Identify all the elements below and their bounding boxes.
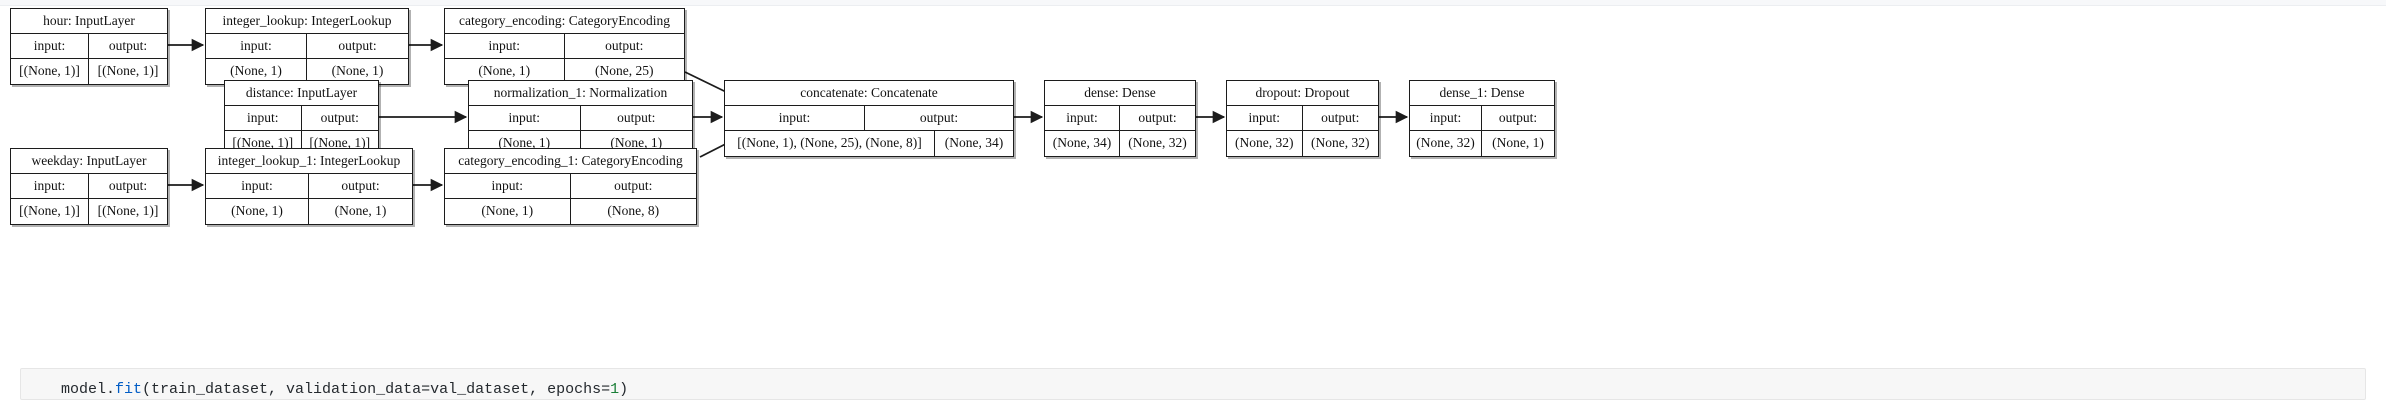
node-input-shape: (None, 1)	[445, 59, 565, 84]
node-concatenate[interactable]: concatenate: Concatenate input: output: …	[724, 80, 1014, 157]
node-title: hour: InputLayer	[11, 9, 167, 34]
node-output-label: output:	[1321, 110, 1360, 125]
node-input-label: input:	[1045, 106, 1120, 130]
node-output-shape: (None, 34)	[944, 135, 1004, 150]
node-title: normalization_1: Normalization	[469, 81, 692, 106]
node-output-shape: (None, 1)	[331, 63, 384, 78]
node-input-label: input:	[11, 34, 89, 58]
node-input-label: input:	[469, 106, 581, 130]
node-input-label: input:	[1410, 106, 1482, 130]
notebook-top-strip	[0, 0, 2386, 6]
node-input-shape: [(None, 1), (None, 25), (None, 8)]	[725, 131, 935, 156]
node-output-label: output:	[605, 38, 644, 53]
node-title: dense: Dense	[1045, 81, 1195, 106]
node-dense[interactable]: dense: Dense input: output: (None, 34) (…	[1044, 80, 1196, 157]
node-output-label: output:	[338, 38, 377, 53]
node-output-label: output:	[341, 178, 380, 193]
node-title: integer_lookup: IntegerLookup	[206, 9, 408, 34]
node-output-shape: (None, 32)	[1311, 135, 1370, 150]
node-output-label: output:	[108, 38, 148, 53]
node-input-shape: (None, 34)	[1045, 131, 1120, 156]
node-title: weekday: InputLayer	[11, 149, 167, 174]
node-output-shape: [(None, 1)]	[97, 63, 159, 78]
node-input-shape: (None, 1)	[445, 199, 571, 224]
node-input-label: input:	[206, 174, 309, 198]
node-input-shape: (None, 1)	[469, 131, 581, 156]
node-input-shape: (None, 32)	[1227, 131, 1303, 156]
node-input-label: input:	[206, 34, 307, 58]
node-input-label: input:	[225, 106, 302, 130]
node-output-shape: (None, 32)	[1128, 135, 1187, 150]
node-input-label: input:	[445, 174, 571, 198]
node-title: concatenate: Concatenate	[725, 81, 1013, 106]
node-output-shape: (None, 1)	[1492, 135, 1544, 150]
code-token: fit	[115, 381, 143, 398]
node-output-shape: (None, 1)	[610, 135, 663, 150]
node-input-shape: [(None, 1)]	[11, 199, 89, 224]
node-input-label: input:	[11, 174, 89, 198]
node-title: distance: InputLayer	[225, 81, 378, 106]
node-output-label: output:	[614, 178, 653, 193]
node-normalization-1[interactable]: normalization_1: Normalization input: ou…	[468, 80, 693, 157]
node-title: integer_lookup_1: IntegerLookup	[206, 149, 412, 174]
node-output-shape: (None, 8)	[607, 203, 660, 218]
node-output-shape: [(None, 1)]	[97, 203, 159, 218]
node-input-shape: [(None, 1)]	[225, 131, 302, 156]
node-input-label: input:	[725, 106, 865, 130]
node-hour[interactable]: hour: InputLayer input: output: [(None, …	[10, 8, 168, 85]
code-token: )	[619, 381, 629, 398]
node-title: dropout: Dropout	[1227, 81, 1378, 106]
node-input-shape: (None, 1)	[206, 59, 307, 84]
notebook-code-cell[interactable]: model.fit(train_dataset, validation_data…	[20, 368, 2366, 400]
node-input-shape: [(None, 1)]	[11, 59, 89, 84]
node-title: category_encoding: CategoryEncoding	[445, 9, 684, 34]
model-architecture-diagram: hour: InputLayer input: output: [(None, …	[10, 8, 1555, 225]
code-token: 1	[610, 381, 620, 398]
node-integer-lookup-1[interactable]: integer_lookup_1: IntegerLookup input: o…	[205, 148, 413, 225]
node-integer-lookup[interactable]: integer_lookup: IntegerLookup input: out…	[205, 8, 409, 85]
code-token: model.	[61, 381, 116, 398]
node-output-shape: (None, 25)	[595, 63, 654, 78]
node-title: dense_1: Dense	[1410, 81, 1554, 106]
node-output-label: output:	[919, 110, 959, 125]
code-token: (train_dataset, validation_data=val_data…	[142, 381, 611, 398]
node-output-label: output:	[617, 110, 656, 125]
node-category-encoding-1[interactable]: category_encoding_1: CategoryEncoding in…	[444, 148, 697, 225]
node-output-label: output:	[1138, 110, 1177, 125]
node-category-encoding[interactable]: category_encoding: CategoryEncoding inpu…	[444, 8, 685, 85]
node-output-shape: [(None, 1)]	[309, 135, 371, 150]
node-output-label: output:	[1498, 110, 1538, 125]
node-output-shape: (None, 1)	[334, 203, 387, 218]
node-input-label: input:	[445, 34, 565, 58]
node-title: category_encoding_1: CategoryEncoding	[445, 149, 696, 174]
node-dropout[interactable]: dropout: Dropout input: output: (None, 3…	[1226, 80, 1379, 157]
code-line: model.fit(train_dataset, validation_data…	[61, 380, 629, 399]
node-output-label: output:	[108, 178, 148, 193]
node-distance[interactable]: distance: InputLayer input: output: [(No…	[224, 80, 379, 157]
node-input-shape: (None, 32)	[1410, 131, 1482, 156]
node-dense-1[interactable]: dense_1: Dense input: output: (None, 32)…	[1409, 80, 1555, 157]
node-output-label: output:	[320, 110, 359, 125]
node-weekday[interactable]: weekday: InputLayer input: output: [(Non…	[10, 148, 168, 225]
node-input-shape: (None, 1)	[206, 199, 309, 224]
node-input-label: input:	[1227, 106, 1303, 130]
